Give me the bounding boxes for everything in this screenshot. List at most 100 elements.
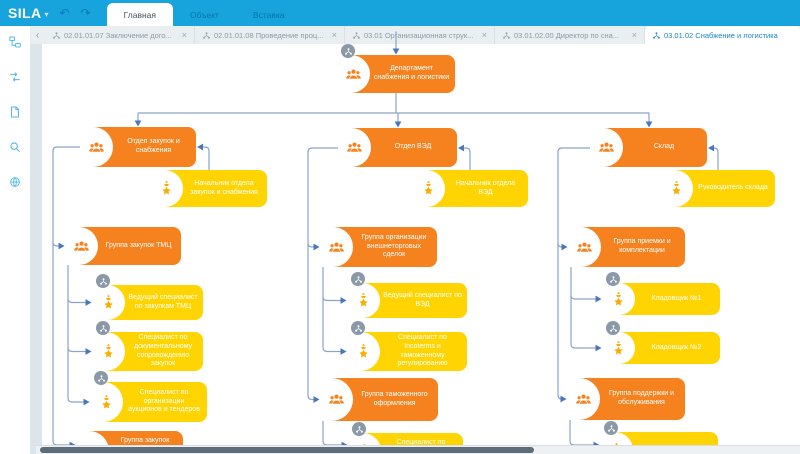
mapping-icon[interactable] (8, 70, 22, 84)
position-star-icon (92, 332, 125, 371)
org-node-label: Ведущий специалист по ВЭД (383, 291, 462, 308)
hierarchy-badge-icon[interactable] (352, 422, 366, 436)
org-node-label: Группа поддержки и обслуживания (608, 390, 675, 406)
org-node-label: Департамент снабжения и логистики (373, 65, 450, 81)
org-node-ruk-sklada[interactable]: Руководитель склада (660, 170, 775, 207)
close-icon[interactable]: × (481, 30, 487, 40)
position-star-icon (90, 382, 123, 422)
org-node-klad2[interactable]: Кладовщик №2 (602, 332, 720, 364)
scrollbar-thumb[interactable] (40, 447, 534, 453)
doc-tab-3[interactable]: 03.01.02.00 Директор по сна...× (495, 26, 645, 44)
position-star-icon (602, 283, 635, 315)
org-node-spec-dok[interactable]: Специалист по документальному сопровожде… (92, 332, 203, 371)
panel-divider (30, 44, 42, 454)
position-star-icon (602, 332, 635, 364)
hierarchy-badge-icon[interactable] (351, 272, 365, 286)
hierarchy-badge-icon[interactable] (606, 321, 620, 335)
hierarchy-badge-icon[interactable] (96, 321, 110, 335)
hierarchy-badge-icon[interactable] (341, 44, 355, 58)
org-node-sklad[interactable]: Склад (590, 128, 707, 167)
left-toolbar (0, 26, 30, 454)
org-node-label: Отдел ВЭД (394, 143, 432, 151)
ribbon-tab-bar: Главная Объект Вставка (106, 0, 302, 26)
hierarchy-icon (202, 31, 211, 40)
org-node-label: Кладовщик №1 (651, 294, 702, 302)
chevron-down-icon[interactable]: ▾ (44, 10, 49, 19)
org-node-label: Начальник отдела ВЭД (455, 179, 516, 196)
org-node-gruppa-tam[interactable]: Группа таможенного оформления (320, 378, 438, 421)
document-tab-bar: ‹ 02.01.01.07 Заключение дого...×02.01.0… (30, 26, 800, 44)
org-node-spec-auk[interactable]: Специалист по организации аукционов и те… (90, 382, 207, 422)
org-node-gruppa-pod[interactable]: Группа поддержки и обслуживания (567, 378, 685, 420)
search-icon[interactable] (8, 140, 22, 154)
doc-tab-1[interactable]: 02.01.01.08 Проведение проц...× (195, 26, 345, 44)
org-node-label: Кладовщик №2 (651, 343, 702, 351)
position-star-icon (347, 283, 380, 318)
doc-tab-label: 03.01.02 Снабжение и логистика (664, 30, 778, 40)
document-icon[interactable] (8, 105, 22, 119)
position-star-icon (660, 170, 693, 207)
org-node-label: Ведущий специалист по закупкам ТМЦ (128, 293, 198, 310)
org-node-otdel-zakupok[interactable]: Отдел закупок и снабжения (80, 127, 196, 167)
ribbon-tab-0[interactable]: Главная (106, 3, 173, 26)
hierarchy-badge-icon[interactable] (604, 421, 618, 435)
org-node-dept-root[interactable]: Департамент снабжения и логистики (337, 55, 455, 93)
document-tabs: 02.01.01.07 Заключение дого...×02.01.01.… (45, 26, 800, 44)
close-icon[interactable]: × (331, 30, 337, 40)
globe-icon[interactable] (8, 175, 22, 189)
org-node-spec-incoterms[interactable]: Специалист по Incoterms и таможенному ре… (347, 332, 467, 371)
org-node-gruppa-org[interactable]: Группа организации внешнеторговых сделок (320, 227, 437, 267)
people-group-icon (65, 227, 98, 265)
ribbon-tab-1[interactable]: Объект (190, 10, 219, 20)
people-group-icon (590, 128, 623, 167)
org-node-ved-spec-tmc[interactable]: Ведущий специалист по закупкам ТМЦ (92, 285, 203, 320)
doc-tab-2[interactable]: 03.01 Организационная струк... × (345, 26, 495, 44)
org-node-nach-zakupok[interactable]: Начальник отдела закупок и снабжения (150, 170, 267, 207)
org-node-label: Группа организации внешнеторговых сделок (361, 233, 427, 259)
doc-tab-label: 02.01.01.07 Заключение дого... (64, 30, 172, 40)
people-group-icon (567, 378, 600, 420)
org-node-label: Руководитель склада (698, 184, 768, 192)
undo-button[interactable]: ↶ (59, 6, 70, 20)
hierarchy-badge-icon[interactable] (94, 371, 108, 385)
org-node-otdel-ved[interactable]: Отдел ВЭД (338, 128, 457, 167)
org-node-label: Отдел закупок и снабжения (127, 138, 180, 154)
org-node-label: Специалист по документальному сопровожде… (133, 334, 192, 368)
people-group-icon (338, 128, 371, 167)
tab-scroll-left-icon[interactable]: ‹ (35, 29, 40, 41)
position-star-icon (92, 285, 125, 320)
doc-tab-0[interactable]: 02.01.01.07 Заключение дого... × (45, 26, 195, 44)
org-node-nach-ved[interactable]: Начальник отдела ВЭД (412, 170, 528, 207)
hierarchy-badge-icon[interactable] (96, 274, 110, 288)
org-node-gruppa-tmc[interactable]: Группа закупок ТМЦ (65, 227, 181, 265)
people-group-icon (337, 55, 370, 93)
doc-tab-4[interactable]: 03.01.02 Снабжение и логистика (645, 26, 800, 44)
org-node-label: Специалист по (396, 439, 446, 446)
org-node-label: Специалист по организации аукционов и те… (128, 388, 200, 414)
hierarchy-icon (352, 31, 361, 40)
doc-tab-label: 03.01 Организационная струк... (364, 30, 474, 40)
people-group-icon (320, 227, 353, 267)
org-node-gruppa-priemki[interactable]: Группа приемки и комплектации (568, 227, 685, 267)
org-node-label: Группа приемки и комплектации (613, 238, 671, 254)
close-icon[interactable]: × (631, 30, 637, 40)
hierarchy-tree-icon[interactable] (8, 35, 22, 49)
ribbon-tab-2[interactable]: Вставка (252, 10, 285, 20)
org-node-label: Группа таможенного оформления (361, 390, 428, 407)
redo-button[interactable]: ↷ (80, 6, 91, 20)
close-icon[interactable]: × (181, 30, 187, 40)
org-node-klad1[interactable]: Кладовщик №1 (602, 283, 720, 315)
org-node-label: Начальник отдела закупок и снабжения (190, 179, 258, 196)
hierarchy-icon (52, 31, 61, 40)
horizontal-scrollbar[interactable] (36, 445, 800, 454)
hierarchy-badge-icon[interactable] (606, 272, 620, 286)
hierarchy-icon (502, 31, 511, 40)
org-node-ved-spec-ved[interactable]: Ведущий специалист по ВЭД (347, 283, 467, 318)
people-group-icon (80, 127, 113, 167)
position-star-icon (412, 170, 445, 207)
org-node-label: Специалист по Incoterms и таможенному ре… (397, 334, 448, 368)
hierarchy-badge-icon[interactable] (351, 321, 365, 335)
people-group-icon (568, 227, 601, 267)
